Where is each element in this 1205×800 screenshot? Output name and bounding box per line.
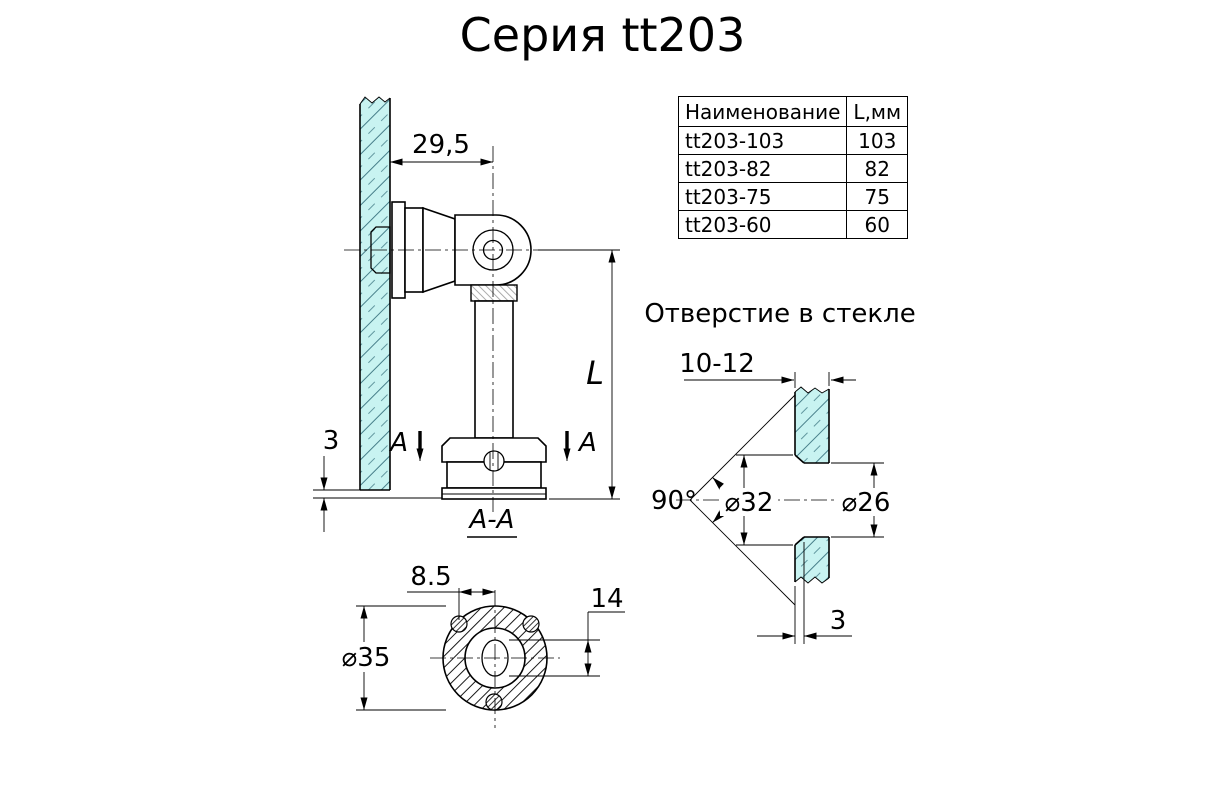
section-mark-left: A — [388, 428, 424, 461]
glass-panel — [359, 96, 391, 491]
section-label: A-A — [468, 505, 515, 535]
dim-glass-thickness-text: 10-12 — [679, 349, 755, 379]
dim-length: L — [538, 249, 620, 500]
glass-section-bottom — [794, 536, 830, 584]
dim-outer-diameter: ⌀35 — [336, 605, 446, 711]
dim-length-text: L — [586, 354, 604, 392]
dim-glass-thickness: 10-12 — [679, 349, 856, 388]
size-table: Наименование L,мм tt203-103 103 tt203-82… — [677, 96, 909, 239]
dim-countersink-depth-text: 3 — [830, 606, 847, 636]
page-title: Серия tt203 — [459, 8, 746, 62]
dim-countersink-depth: 3 — [757, 542, 852, 644]
drill-cone: 90° — [651, 394, 796, 606]
set-screw — [483, 450, 505, 472]
front-view: 29,5 L 3 A — [313, 96, 620, 532]
dim-offset: 3 — [313, 426, 442, 532]
dim-angle-text: 90° — [651, 486, 697, 516]
dim-hole-inner: ⌀26 — [831, 462, 896, 538]
row-value: 75 — [846, 182, 909, 211]
hole-view-title: Отверстие в стекле — [644, 299, 915, 329]
dim-outer-diameter-text: ⌀35 — [342, 643, 391, 673]
table-row: tt203-60 60 — [677, 210, 909, 239]
dim-hole-outer: ⌀32 — [720, 454, 793, 546]
row-name: tt203-82 — [677, 154, 848, 183]
dim-hole-outer-text: ⌀32 — [725, 488, 774, 518]
glass-section-top — [794, 386, 830, 464]
table-row: tt203-103 103 — [677, 126, 909, 155]
section-mark-right: A — [563, 428, 597, 461]
row-value: 103 — [846, 126, 909, 155]
glass-hole-view: Отверстие в стекле — [644, 299, 916, 644]
col-header-name: Наименование — [677, 96, 848, 127]
row-name: tt203-60 — [677, 210, 848, 239]
dim-width: 29,5 — [390, 130, 493, 166]
fitting-body — [391, 201, 547, 500]
row-value: 60 — [846, 210, 909, 239]
section-letter: A — [577, 428, 597, 458]
row-name: tt203-103 — [677, 126, 848, 155]
table-row: tt203-82 82 — [677, 154, 909, 183]
dim-screw-offset-text: 8.5 — [410, 562, 451, 592]
table-row: tt203-75 75 — [677, 182, 909, 211]
row-value: 82 — [846, 154, 909, 183]
screw-hole — [522, 615, 540, 633]
dim-hole-inner-text: ⌀26 — [842, 488, 891, 518]
screw-hole — [485, 693, 503, 711]
section-letter: A — [388, 428, 408, 458]
row-name: tt203-75 — [677, 182, 848, 211]
back-plate — [370, 226, 391, 274]
dim-offset-text: 3 — [323, 426, 340, 456]
dim-slot-width-text: 14 — [590, 584, 623, 614]
dim-screw-offset: 8.5 — [407, 562, 495, 620]
section-view: A-A 8.5 ⌀35 — [336, 505, 625, 728]
dim-width-text: 29,5 — [412, 130, 470, 160]
dim-slot-width: 14 — [509, 584, 625, 677]
